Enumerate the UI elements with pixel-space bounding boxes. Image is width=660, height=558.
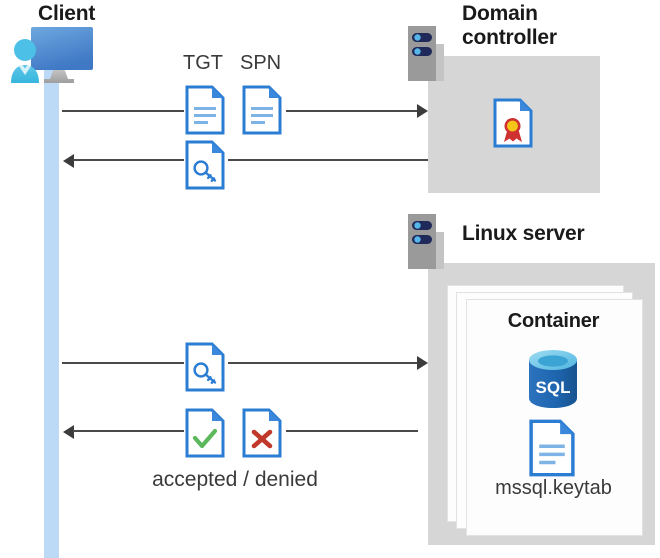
linux-server-title: Linux server [462,222,585,245]
document-text-icon-tgt [184,85,226,135]
svg-text:SQL: SQL [536,378,571,397]
flow4-arrowhead [63,425,74,439]
keytab-label: mssql.keytab [495,477,612,499]
document-text-icon-keytab [527,419,577,477]
flow3-arrowhead [417,356,428,370]
spn-label: SPN [240,52,282,74]
document-cross-icon [241,408,283,458]
document-key-icon-ticket-2 [184,342,226,392]
tgt-label: TGT [183,52,223,74]
document-text-icon-spn [241,85,283,135]
container-title: Container [507,310,600,332]
flow4-line-right [286,430,418,432]
flow1-arrowhead [417,104,428,118]
result-caption: accepted / denied [152,468,318,491]
flow3-line-left [62,362,184,364]
server-rack-icon-linux [408,214,444,269]
flow4-line-left [73,430,184,432]
domain-controller-title: Domain controller [462,2,557,49]
client-computer-user-icon [8,24,108,86]
flow3-line-right [228,362,418,364]
client-lifeline [44,60,59,558]
flow2-arrowhead [63,154,74,168]
flow2-line-right [228,159,428,161]
document-key-icon-ticket-1 [184,140,226,190]
server-rack-icon-dc [408,26,444,81]
flow1-line-left [62,110,184,112]
flow1-line-right [286,110,418,112]
sql-database-icon: SQL [524,348,582,410]
client-title: Client [38,2,96,25]
container-card-front [466,299,643,536]
document-certificate-icon [492,98,534,148]
flow2-line-left [73,159,184,161]
document-check-icon [184,408,226,458]
